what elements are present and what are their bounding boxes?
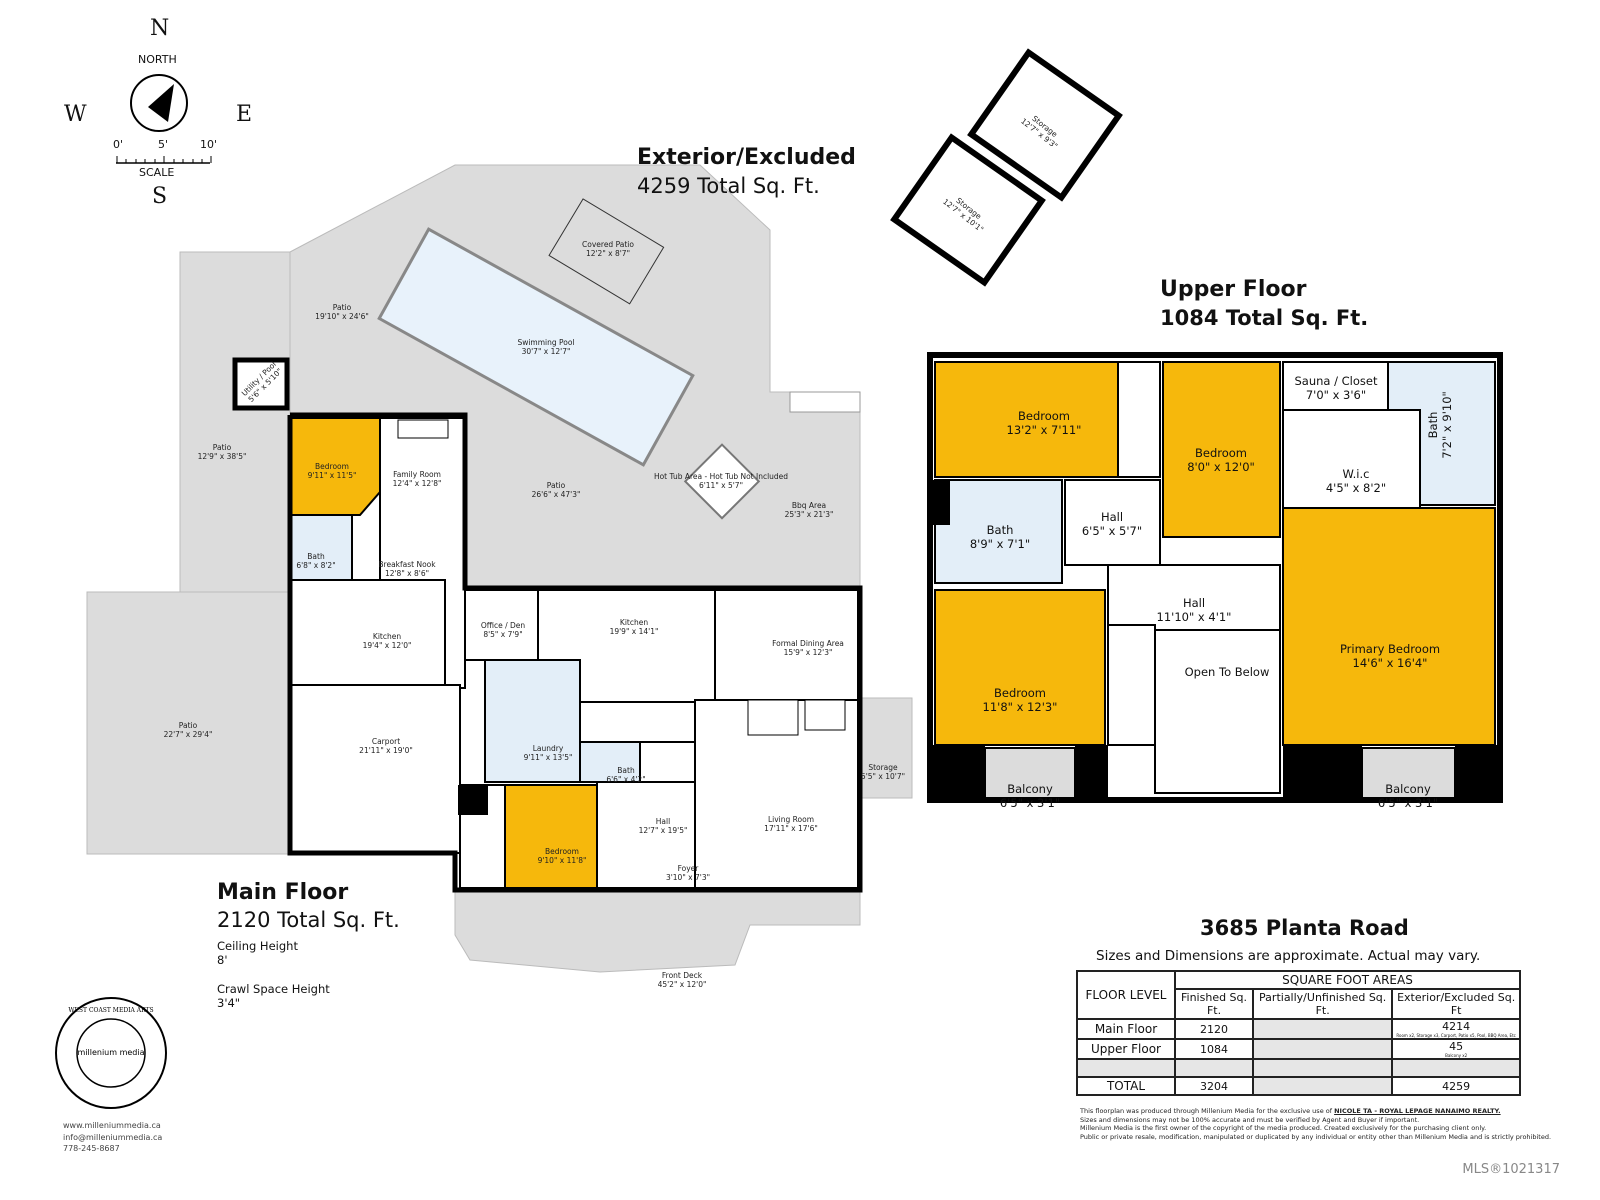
- covered-patio: [548, 198, 665, 305]
- col-group-header: SQUARE FOOT AREAS: [1174, 970, 1521, 990]
- phone-number: 778-245-8687: [63, 1144, 120, 1153]
- website-link[interactable]: www.milleniummedia.ca: [63, 1121, 161, 1130]
- upper-floor-total: 1084 Total Sq. Ft.: [1160, 306, 1369, 330]
- room-label: Open To Below: [1184, 665, 1270, 679]
- compass-w: W: [64, 102, 87, 127]
- main-floor-rooms: [232, 357, 859, 889]
- main-floor-outer-wall: [287, 412, 863, 893]
- ceiling-height-value: 8': [217, 953, 228, 967]
- scale-bar-ticks: [116, 156, 212, 163]
- main-floor-total: 2120 Total Sq. Ft.: [217, 908, 400, 932]
- email-link[interactable]: info@milleniummedia.ca: [63, 1132, 163, 1142]
- svg-text:WEST COAST MEDIA ARTS: WEST COAST MEDIA ARTS: [68, 1007, 153, 1014]
- scale-tick-5: 5': [158, 138, 169, 151]
- svg-text:millenium media: millenium media: [78, 1048, 145, 1057]
- compass-e: E: [236, 102, 253, 127]
- col-finished: Finished Sq. Ft.: [1173, 988, 1255, 1020]
- compass-rose: [116, 74, 210, 164]
- scale-label: SCALE: [139, 166, 175, 179]
- property-address: 3685 Planta Road: [1200, 916, 1409, 940]
- main-floor-title: Main Floor: [217, 880, 349, 905]
- millenium-media-seal-logo: millenium media WEST COAST MEDIA ARTS: [55, 997, 167, 1109]
- col-floor-level: FLOOR LEVEL: [1076, 970, 1176, 1020]
- swimming-pool: [377, 227, 695, 467]
- mls-number: MLS®1021317: [1462, 1162, 1560, 1177]
- approximate-disclaimer: Sizes and Dimensions are approximate. Ac…: [1096, 948, 1481, 964]
- storage-building-2: [890, 133, 1046, 287]
- upper-floor-title: Upper Floor: [1160, 277, 1307, 302]
- upper-wall-blocks: [930, 480, 1500, 800]
- compass-s: S: [152, 184, 168, 209]
- scale-tick-10: 10': [200, 138, 218, 151]
- north-label: NORTH: [138, 53, 177, 66]
- crawl-space-value: 3'4": [217, 996, 241, 1010]
- scale-tick-0: 0': [113, 138, 124, 151]
- hot-tub-area: [683, 443, 761, 520]
- compass-n: N: [150, 16, 170, 41]
- contact-info: www.milleniummedia.ca info@milleniummedi…: [63, 1120, 162, 1155]
- exterior-title: Exterior/Excluded: [637, 145, 856, 170]
- table-row: [1076, 1058, 1521, 1078]
- col-exterior: Exterior/Excluded Sq. Ft: [1391, 988, 1521, 1020]
- crawl-space-label: Crawl Space Height: [217, 982, 330, 996]
- col-partial: Partially/Unfinished Sq. Ft.: [1252, 988, 1394, 1020]
- storage-building-1: [967, 48, 1123, 202]
- wall-block: [458, 785, 488, 815]
- legal-disclaimer: This floorplan was produced through Mill…: [1080, 1107, 1552, 1141]
- exterior-total: 4259 Total Sq. Ft.: [637, 174, 820, 198]
- bbq-counter: [789, 391, 861, 413]
- ceiling-height-label: Ceiling Height: [217, 939, 298, 953]
- upper-floor-rooms: [927, 352, 1503, 803]
